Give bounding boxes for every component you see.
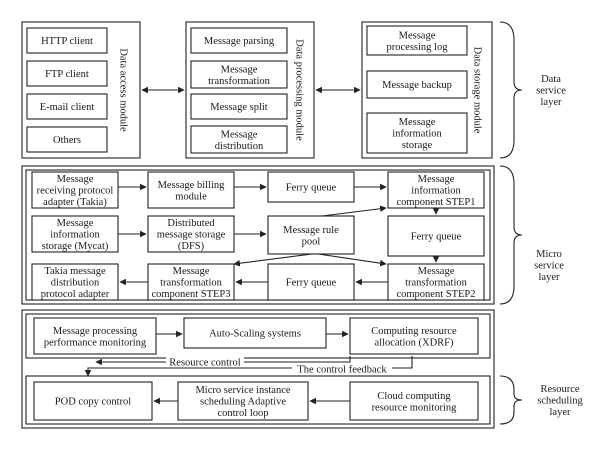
resource-control-label: Resource control (169, 358, 241, 369)
arrow-rulepool-step1 (321, 205, 387, 217)
storage-message-backup (366, 70, 468, 99)
access-email-client (26, 93, 108, 120)
box-pod-copy-control (33, 381, 153, 421)
message-backup-label: Message backup (382, 80, 452, 91)
box-dfs (147, 215, 235, 253)
arrow-rulepool-step3 (233, 253, 313, 267)
data-service-brace (499, 21, 523, 159)
box-step3 (147, 263, 235, 301)
ftp-client-label: FTP client (45, 69, 89, 80)
storage-information-storage (366, 112, 468, 154)
processing-message-split (190, 93, 288, 120)
access-others (26, 126, 108, 153)
http-client-label: HTTP client (41, 36, 93, 47)
others-label: Others (53, 135, 81, 146)
pod-copy-control-label: POD copy control (55, 397, 131, 408)
box-autoscaling (183, 317, 327, 349)
box-step1 (387, 171, 485, 209)
data-processing-module-frame (185, 21, 315, 159)
resource-monitor-frame (25, 313, 491, 359)
box-resource-allocation (349, 317, 479, 355)
box-billing-module (147, 171, 235, 209)
access-ftp-client (26, 60, 108, 87)
box-step2 (387, 263, 485, 301)
resource-scheduling-frame (25, 375, 491, 425)
data-access-module-frame (21, 21, 141, 159)
box-takia-distribution (31, 263, 119, 301)
autoscaling-label: Auto-Scaling systems (209, 329, 301, 340)
box-performance-monitoring (33, 317, 157, 355)
data-processing-module-title: Data processing module (293, 39, 304, 141)
arrow-control-feedback (84, 356, 413, 377)
control-feedback-label: The control feedback (297, 365, 387, 376)
box-ferry-queue-1 (267, 171, 355, 203)
data-storage-module-frame (361, 21, 493, 159)
box-mycat-storage (31, 215, 119, 253)
box-rule-pool (267, 215, 355, 255)
data-storage-module-title: Data storage module (471, 47, 482, 134)
arrow-rulepool-step2 (317, 253, 387, 267)
storage-processing-log (366, 25, 468, 56)
ferry-queue-2-label: Ferry queue (411, 232, 462, 243)
data-access-module-title: Data access module (117, 48, 128, 132)
box-ferry-queue-2 (387, 215, 485, 257)
micro-service-brace (499, 165, 523, 305)
resource-control-label-bg (166, 357, 244, 367)
control-feedback-label-bg (292, 364, 392, 374)
access-http-client (26, 27, 108, 54)
resource-scheduling-brace (499, 375, 523, 425)
ferry-queue-3-label: Ferry queue (286, 278, 337, 289)
processing-message-transformation (190, 60, 288, 89)
resource-outer-frame (21, 309, 495, 429)
ferry-queue-1-label: Ferry queue (286, 183, 337, 194)
processing-message-distribution (190, 125, 288, 154)
email-client-label: E-mail client (40, 102, 95, 113)
box-cloud-monitoring (349, 381, 479, 421)
message-parsing-label: Message parsing (204, 36, 275, 47)
micro-service-outer-frame (21, 165, 495, 305)
processing-message-parsing (190, 27, 288, 54)
box-instance-scheduling (177, 381, 309, 421)
box-receiving-adapter (31, 171, 119, 209)
micro-service-inner-frame (25, 169, 491, 301)
message-split-label: Message split (210, 102, 268, 113)
